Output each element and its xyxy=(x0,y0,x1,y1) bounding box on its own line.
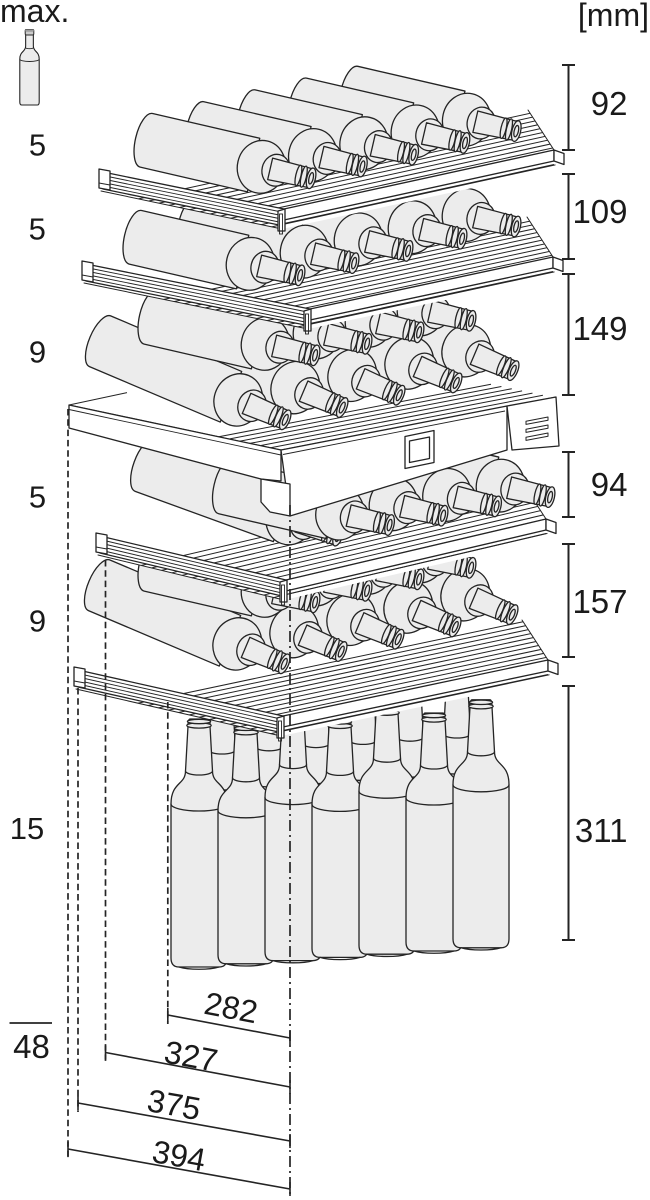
svg-text:5: 5 xyxy=(29,128,46,163)
svg-text:15: 15 xyxy=(10,811,44,846)
svg-text:[mm]: [mm] xyxy=(578,0,649,33)
svg-text:94: 94 xyxy=(591,466,628,503)
svg-text:48: 48 xyxy=(13,1028,50,1065)
svg-text:149: 149 xyxy=(572,310,627,347)
svg-text:9: 9 xyxy=(29,335,46,370)
svg-text:109: 109 xyxy=(572,193,627,230)
svg-text:9: 9 xyxy=(29,604,46,639)
svg-text:max.: max. xyxy=(0,0,69,29)
svg-text:92: 92 xyxy=(591,85,628,122)
svg-text:5: 5 xyxy=(29,480,46,515)
svg-text:311: 311 xyxy=(575,812,628,849)
svg-text:5: 5 xyxy=(29,212,46,247)
svg-text:157: 157 xyxy=(572,583,627,620)
